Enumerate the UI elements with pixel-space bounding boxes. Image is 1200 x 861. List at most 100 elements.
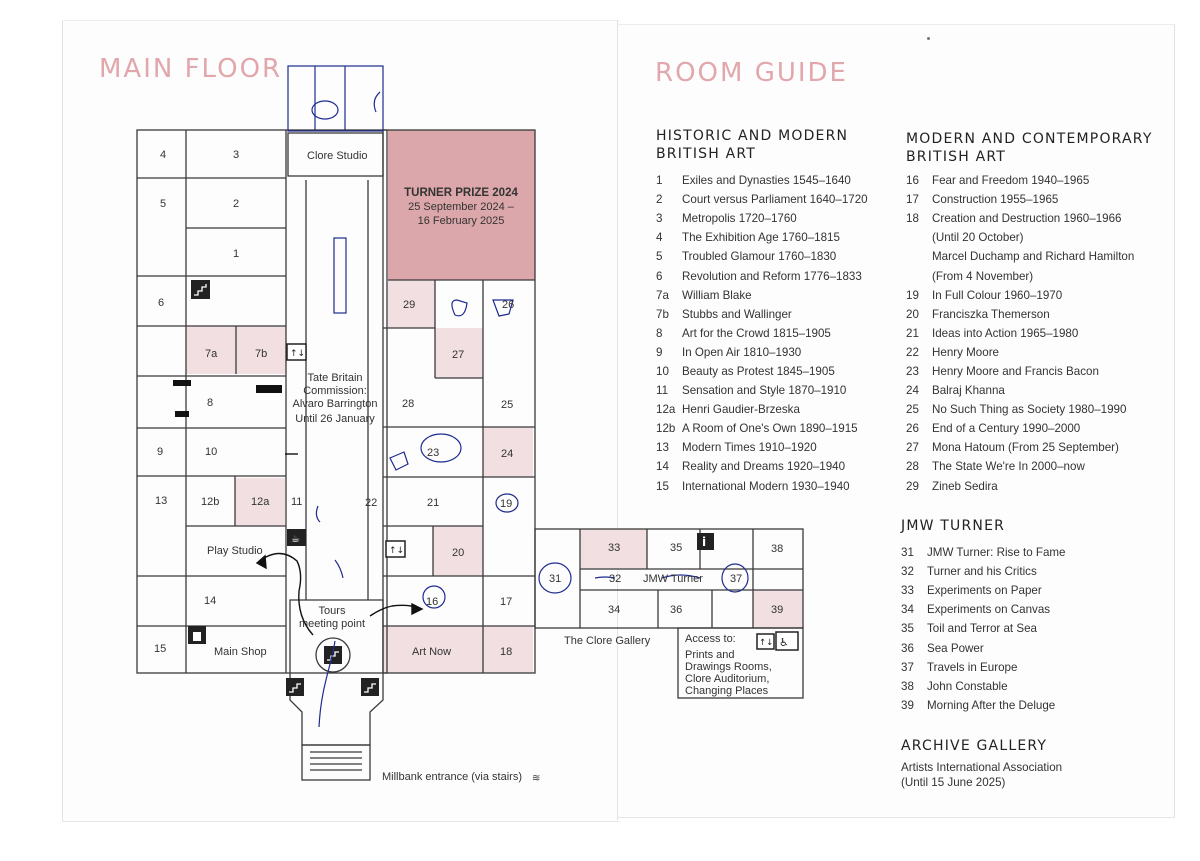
room-guide-label: Reality and Dreams 1920–1940 [682,460,846,474]
room-guide-number: 17 [906,193,919,207]
room-guide-number: 2 [656,193,663,207]
art-now-label: Art Now [412,646,451,658]
clore-studio-label: Clore Studio [307,150,368,162]
access-line-1: Access to: [685,633,736,645]
room-guide-number: 9 [656,345,663,359]
room-guide-label: Zineb Sedira [932,479,998,493]
room-guide-number: 18 [906,212,919,226]
cafe-icon: ☕ [287,529,306,546]
room-guide-label: Modern Times 1910–1920 [682,441,817,455]
historic-section-title: HISTORIC AND MODERN BRITISH ART [656,128,849,162]
room-guide-entry: (Until 20 October) [906,228,1134,247]
room-guide-number: 19 [906,288,919,302]
access-line-3: Drawings Rooms, [685,661,772,673]
room-guide-label: Franciszka Themerson [932,307,1050,321]
cloakroom-icon: ≋ [532,773,540,784]
room-guide-label: Beauty as Protest 1845–1905 [682,364,835,378]
main-floor-title: MAIN FLOOR [99,54,283,84]
room-guide-entry: 13 Modern Times 1910–1920 [656,438,868,457]
room-guide-number: 39 [901,698,914,712]
page-fold [617,20,618,820]
room-guide-label: Turner and his Critics [927,565,1037,579]
room-22: 22 [365,497,377,509]
room-guide-number: 33 [901,584,914,598]
room-guide-number: 25 [906,403,919,417]
commission-line-4: Until 26 January [295,413,375,425]
svg-text:i: i [702,535,706,549]
room-27: 27 [452,349,464,361]
right-panel [618,24,1175,818]
room-guide-number: 10 [656,364,669,378]
stairs-icon [286,678,304,696]
room-guide-label: Experiments on Paper [927,584,1042,598]
room-4: 4 [160,149,166,161]
room-guide-label: A Room of One's Own 1890–1915 [682,422,858,436]
stairs-icon [191,280,210,299]
access-line-2: Prints and [685,649,735,661]
room-37: 37 [730,573,742,585]
room-34: 34 [608,604,620,616]
room-guide-entry: 23 Henry Moore and Francis Bacon [906,362,1134,381]
room-guide-number: 27 [906,441,919,455]
room-guide-number: 12a [656,403,676,417]
room-24: 24 [501,448,513,460]
turner-section-title: JMW TURNER [901,518,1006,534]
room-21: 21 [427,497,439,509]
room-3: 3 [233,149,239,161]
jmw-turner-map-label: JMW Turner [643,573,703,585]
room-guide-entry: 24 Balraj Khanna [906,381,1134,400]
room-guide-label: Henry Moore and Francis Bacon [932,364,1099,378]
room-guide-number: 7a [656,288,669,302]
room-35: 35 [670,542,682,554]
room-12a: 12a [251,496,270,508]
turner-prize-dates-2: 16 February 2025 [418,215,505,227]
room-13: 13 [155,495,167,507]
room-guide-label: JMW Turner: Rise to Fame [927,546,1066,560]
room-guide-number: 36 [901,641,914,655]
room-guide-label: Troubled Glamour 1760–1830 [682,250,837,264]
archive-section-title: ARCHIVE GALLERY [901,738,1048,754]
room-11: 11 [291,496,302,508]
svg-text:↑↓: ↑↓ [759,638,773,648]
room-guide-label: In Full Colour 1960–1970 [932,288,1063,302]
clore-gallery-label: The Clore Gallery [564,635,651,647]
room-guide-number: 38 [901,679,914,693]
room-guide-label: Henry Moore [932,345,1000,359]
room-7a: 7a [205,348,218,360]
room-guide-label: Stubbs and Wallinger [682,307,792,321]
room-7b: 7b [255,348,267,360]
room-guide-number: 24 [906,384,919,398]
room-guide-number: 23 [906,364,919,378]
room-guide-label: Balraj Khanna [932,384,1005,398]
room-guide-number: 37 [901,660,914,674]
lift-icon: ↑↓ [286,343,307,361]
modern-section-title: MODERN AND CONTEMPORARY BRITISH ART [906,131,1153,165]
room-guide-number: 4 [656,231,663,245]
room-guide-number: 1 [656,174,663,188]
room-guide-number: 13 [656,441,669,455]
access-line-4: Clore Auditorium, [685,673,769,685]
room-guide-number: 32 [901,565,914,579]
millbank-entrance-label: Millbank entrance (via stairs) [382,771,522,783]
room-guide-label: Metropolis 1720–1760 [682,212,797,226]
room-guide-label: Fear and Freedom 1940–1965 [932,174,1090,188]
